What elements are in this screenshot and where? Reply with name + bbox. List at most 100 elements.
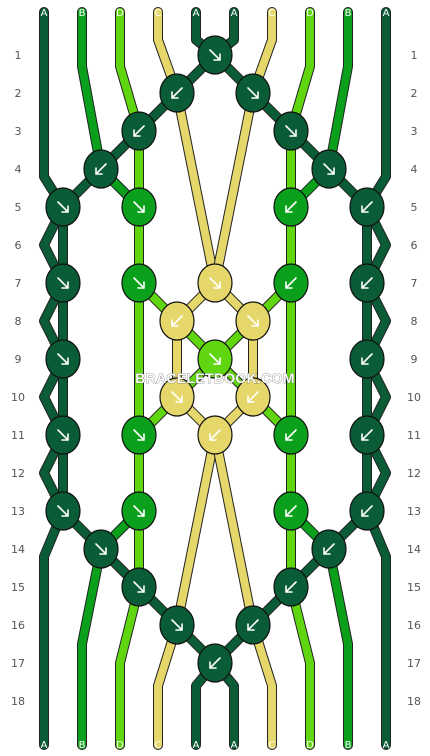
arrow-down-left-icon xyxy=(361,429,373,441)
arrow-down-left-icon xyxy=(133,125,145,137)
row-label: 11 xyxy=(11,429,25,442)
knot xyxy=(121,263,157,303)
arrow-down-right-icon xyxy=(133,505,145,517)
row-label: 4 xyxy=(15,163,22,176)
arrow-down-right-icon xyxy=(171,391,183,403)
arrow-down-right-icon xyxy=(209,277,221,289)
arrow-down-left-icon xyxy=(361,505,373,517)
knot xyxy=(83,529,119,569)
knot xyxy=(273,491,309,531)
arrow-down-right-icon xyxy=(133,277,145,289)
row-label: 3 xyxy=(411,125,418,138)
knot xyxy=(235,301,271,341)
strand-C xyxy=(154,8,219,749)
knot xyxy=(349,415,385,455)
arrow-down-right-icon xyxy=(247,87,259,99)
row-label: 9 xyxy=(15,353,22,366)
arrow-down-right-icon xyxy=(57,201,69,213)
watermark-text: BRACELETBOOK.COM xyxy=(135,370,295,386)
knot xyxy=(273,263,309,303)
arrow-down-right-icon xyxy=(209,49,221,61)
knot xyxy=(349,187,385,227)
row-label: 18 xyxy=(11,695,25,708)
row-label: 17 xyxy=(407,657,421,670)
arrow-down-right-icon xyxy=(323,163,335,175)
knot xyxy=(159,605,195,645)
knot xyxy=(235,73,271,113)
arrow-down-left-icon xyxy=(285,505,297,517)
column-label: D xyxy=(116,8,124,19)
row-label: 5 xyxy=(411,201,418,214)
column-label: A xyxy=(41,8,48,19)
row-label: 8 xyxy=(15,315,22,328)
arrow-down-left-icon xyxy=(171,87,183,99)
row-label: 1 xyxy=(411,49,418,62)
knot xyxy=(121,415,157,455)
arrow-down-right-icon xyxy=(57,505,69,517)
row-label: 7 xyxy=(411,277,418,290)
arrow-down-right-icon xyxy=(209,353,221,365)
arrow-down-right-icon xyxy=(133,201,145,213)
row-label: 15 xyxy=(407,581,421,594)
row-label: 5 xyxy=(15,201,22,214)
knot xyxy=(121,567,157,607)
row-label: 16 xyxy=(11,619,25,632)
knot xyxy=(159,73,195,113)
strand-C xyxy=(211,8,276,749)
arrow-down-left-icon xyxy=(285,429,297,441)
knot xyxy=(197,339,233,379)
knot xyxy=(273,111,309,151)
knot xyxy=(45,263,81,303)
arrow-down-left-icon xyxy=(285,201,297,213)
knot xyxy=(159,301,195,341)
knot xyxy=(273,415,309,455)
row-label: 13 xyxy=(407,505,421,518)
row-label: 3 xyxy=(15,125,22,138)
arrow-down-left-icon xyxy=(209,429,221,441)
row-label: 13 xyxy=(11,505,25,518)
column-label: B xyxy=(345,8,352,19)
knot xyxy=(235,377,271,417)
knot xyxy=(45,187,81,227)
knot xyxy=(273,567,309,607)
column-label: C xyxy=(155,740,162,751)
row-label: 1 xyxy=(15,49,22,62)
row-label: 9 xyxy=(411,353,418,366)
row-label: 18 xyxy=(407,695,421,708)
column-label: D xyxy=(306,740,314,751)
column-label: D xyxy=(116,740,124,751)
arrow-down-right-icon xyxy=(285,125,297,137)
knot-layer xyxy=(45,35,385,683)
knot xyxy=(159,377,195,417)
knot xyxy=(83,149,119,189)
column-label: B xyxy=(79,8,86,19)
knot xyxy=(349,339,385,379)
column-label: A xyxy=(383,8,390,19)
column-label: D xyxy=(306,8,314,19)
column-label: C xyxy=(269,8,276,19)
knot xyxy=(121,491,157,531)
arrow-down-left-icon xyxy=(209,657,221,669)
row-label: 14 xyxy=(11,543,25,556)
knot xyxy=(197,263,233,303)
arrow-down-left-icon xyxy=(323,543,335,555)
column-label: B xyxy=(345,740,352,751)
arrow-down-left-icon xyxy=(171,315,183,327)
strand-D xyxy=(287,8,314,749)
row-label: 6 xyxy=(411,239,418,252)
knot xyxy=(45,339,81,379)
column-label: C xyxy=(155,8,162,19)
knot xyxy=(197,643,233,683)
knot xyxy=(45,491,81,531)
knot xyxy=(349,491,385,531)
knot xyxy=(197,35,233,75)
knot xyxy=(311,529,347,569)
row-label: 2 xyxy=(411,87,418,100)
arrow-down-right-icon xyxy=(133,581,145,593)
row-label: 12 xyxy=(11,467,25,480)
row-label: 4 xyxy=(411,163,418,176)
row-label: 15 xyxy=(11,581,25,594)
row-label: 8 xyxy=(411,315,418,328)
arrow-down-left-icon xyxy=(95,163,107,175)
